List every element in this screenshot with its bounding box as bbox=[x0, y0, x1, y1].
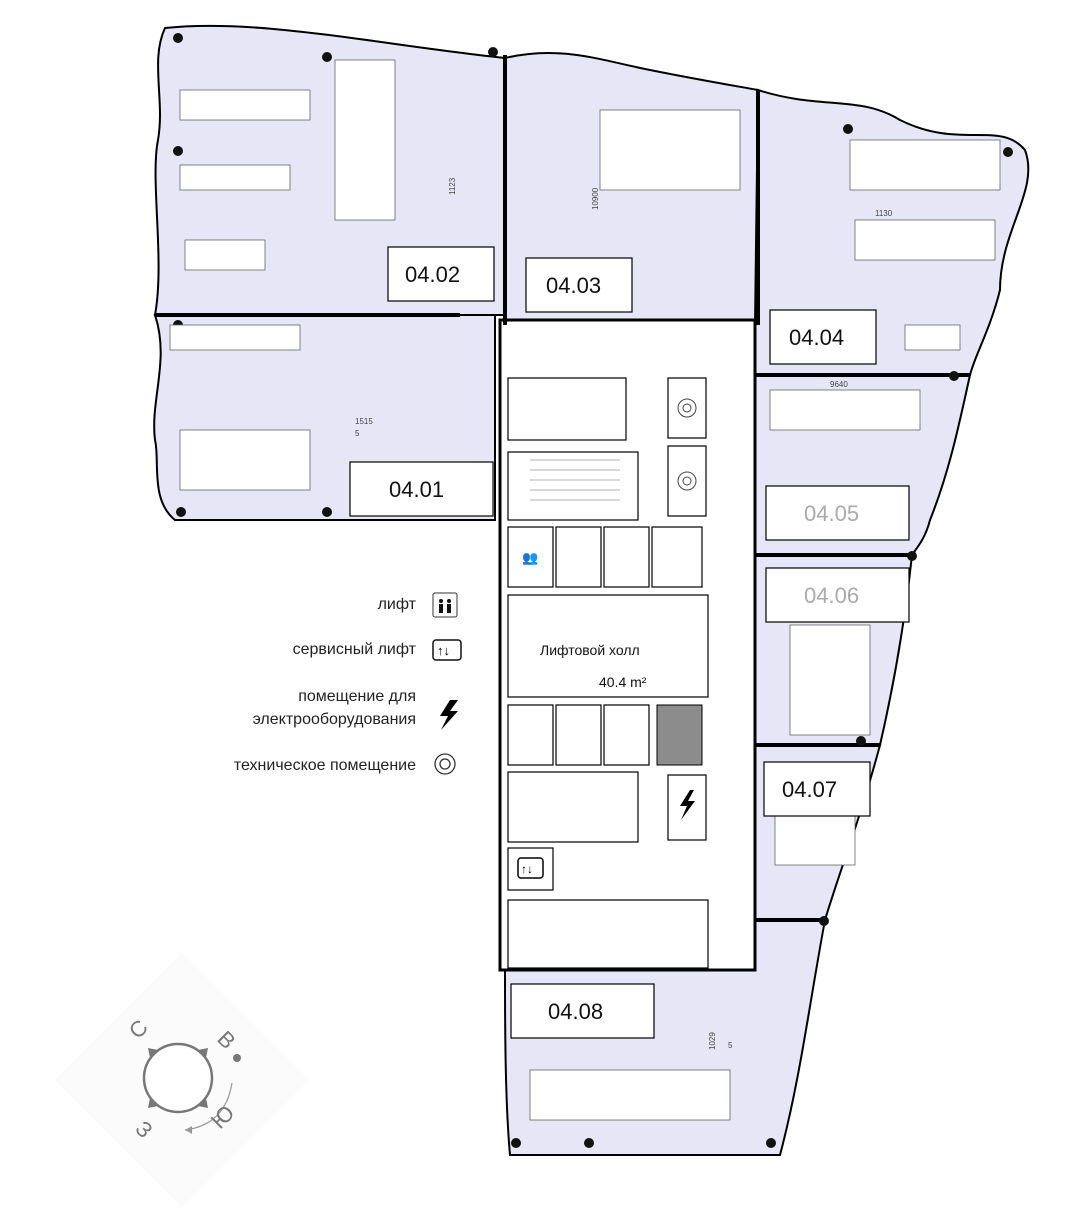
dimension-label: 5 bbox=[355, 429, 360, 438]
room-label-04-05[interactable]: 04.05 bbox=[765, 485, 910, 541]
dimension-label: 1515 bbox=[355, 417, 373, 426]
room-label-04-08[interactable]: 04.08 bbox=[510, 983, 655, 1039]
svg-text:04.07: 04.07 bbox=[782, 777, 837, 802]
legend-electric-label-1: помещение для bbox=[298, 688, 416, 705]
stair-top bbox=[507, 451, 639, 521]
technical-room-icon bbox=[677, 471, 697, 491]
elevator-bank-top bbox=[507, 526, 703, 588]
hall-name: Лифтовой холл bbox=[540, 642, 640, 658]
svg-text:↑↓: ↑↓ bbox=[437, 643, 450, 658]
stair-top-steps bbox=[530, 459, 620, 501]
room-label-04-01[interactable]: 04.01 bbox=[349, 461, 494, 517]
service-elevator-shaft[interactable] bbox=[507, 847, 554, 891]
dimension-label: 10900 bbox=[591, 187, 600, 210]
service-elevator-icon: ↑↓ bbox=[517, 857, 544, 879]
room-label-04-07[interactable]: 04.07 bbox=[763, 761, 871, 817]
dimension-label: 1123 bbox=[448, 177, 457, 195]
elevator-icon: 👥 bbox=[522, 550, 538, 565]
dimension-label: 9640 bbox=[830, 380, 848, 389]
dimension-label: 5 bbox=[728, 1041, 733, 1050]
legend-technical-label: техническое помещение bbox=[234, 757, 416, 774]
technical-room-icon bbox=[434, 753, 456, 775]
svg-text:04.04: 04.04 bbox=[789, 325, 844, 350]
restroom-top bbox=[507, 377, 627, 441]
tech-room-1[interactable] bbox=[667, 377, 707, 439]
tech-room-2[interactable] bbox=[667, 445, 707, 517]
room-label-04-06[interactable]: 04.06 bbox=[765, 567, 910, 623]
technical-room-icon bbox=[677, 398, 697, 418]
service-elevator-icon: ↑↓ bbox=[432, 639, 462, 661]
svg-text:↑↓: ↑↓ bbox=[521, 862, 533, 876]
compass: С В Ю З bbox=[54, 952, 310, 1208]
svg-text:04.01: 04.01 bbox=[389, 477, 444, 502]
svg-text:04.02: 04.02 bbox=[405, 262, 460, 287]
svg-text:04.05: 04.05 bbox=[804, 501, 859, 526]
room-label-04-02[interactable]: 04.02 bbox=[387, 246, 495, 302]
elevator-bank-bottom bbox=[507, 704, 650, 766]
electric-room-grey bbox=[656, 704, 703, 766]
legend: лифт сервисный лифт ↑↓ помещение для эле… bbox=[234, 592, 462, 775]
svg-text:04.03: 04.03 bbox=[546, 273, 601, 298]
electric-room[interactable] bbox=[667, 774, 707, 841]
svg-text:👥: 👥 bbox=[522, 550, 538, 565]
furniture bbox=[169, 59, 1001, 1121]
elevator-icon bbox=[432, 592, 458, 618]
lightning-icon bbox=[440, 700, 458, 730]
legend-service-elevator-label: сервисный лифт bbox=[293, 641, 417, 658]
room-label-04-03[interactable]: 04.03 bbox=[525, 257, 633, 313]
dimension-label: 1130 bbox=[875, 209, 893, 218]
lightning-icon bbox=[680, 790, 695, 820]
svg-text:04.08: 04.08 bbox=[548, 999, 603, 1024]
legend-elevator-label: лифт bbox=[378, 596, 417, 613]
hall-area: 40.4 m² bbox=[599, 674, 647, 690]
restroom-bottom bbox=[507, 899, 709, 969]
legend-electric-label-2: электрооборудования bbox=[253, 711, 416, 728]
elevator-hall bbox=[507, 594, 709, 698]
dimension-label: 1029 bbox=[708, 1032, 717, 1050]
svg-text:04.06: 04.06 bbox=[804, 583, 859, 608]
room-label-04-04[interactable]: 04.04 bbox=[769, 309, 877, 365]
stair-bottom bbox=[507, 771, 639, 843]
